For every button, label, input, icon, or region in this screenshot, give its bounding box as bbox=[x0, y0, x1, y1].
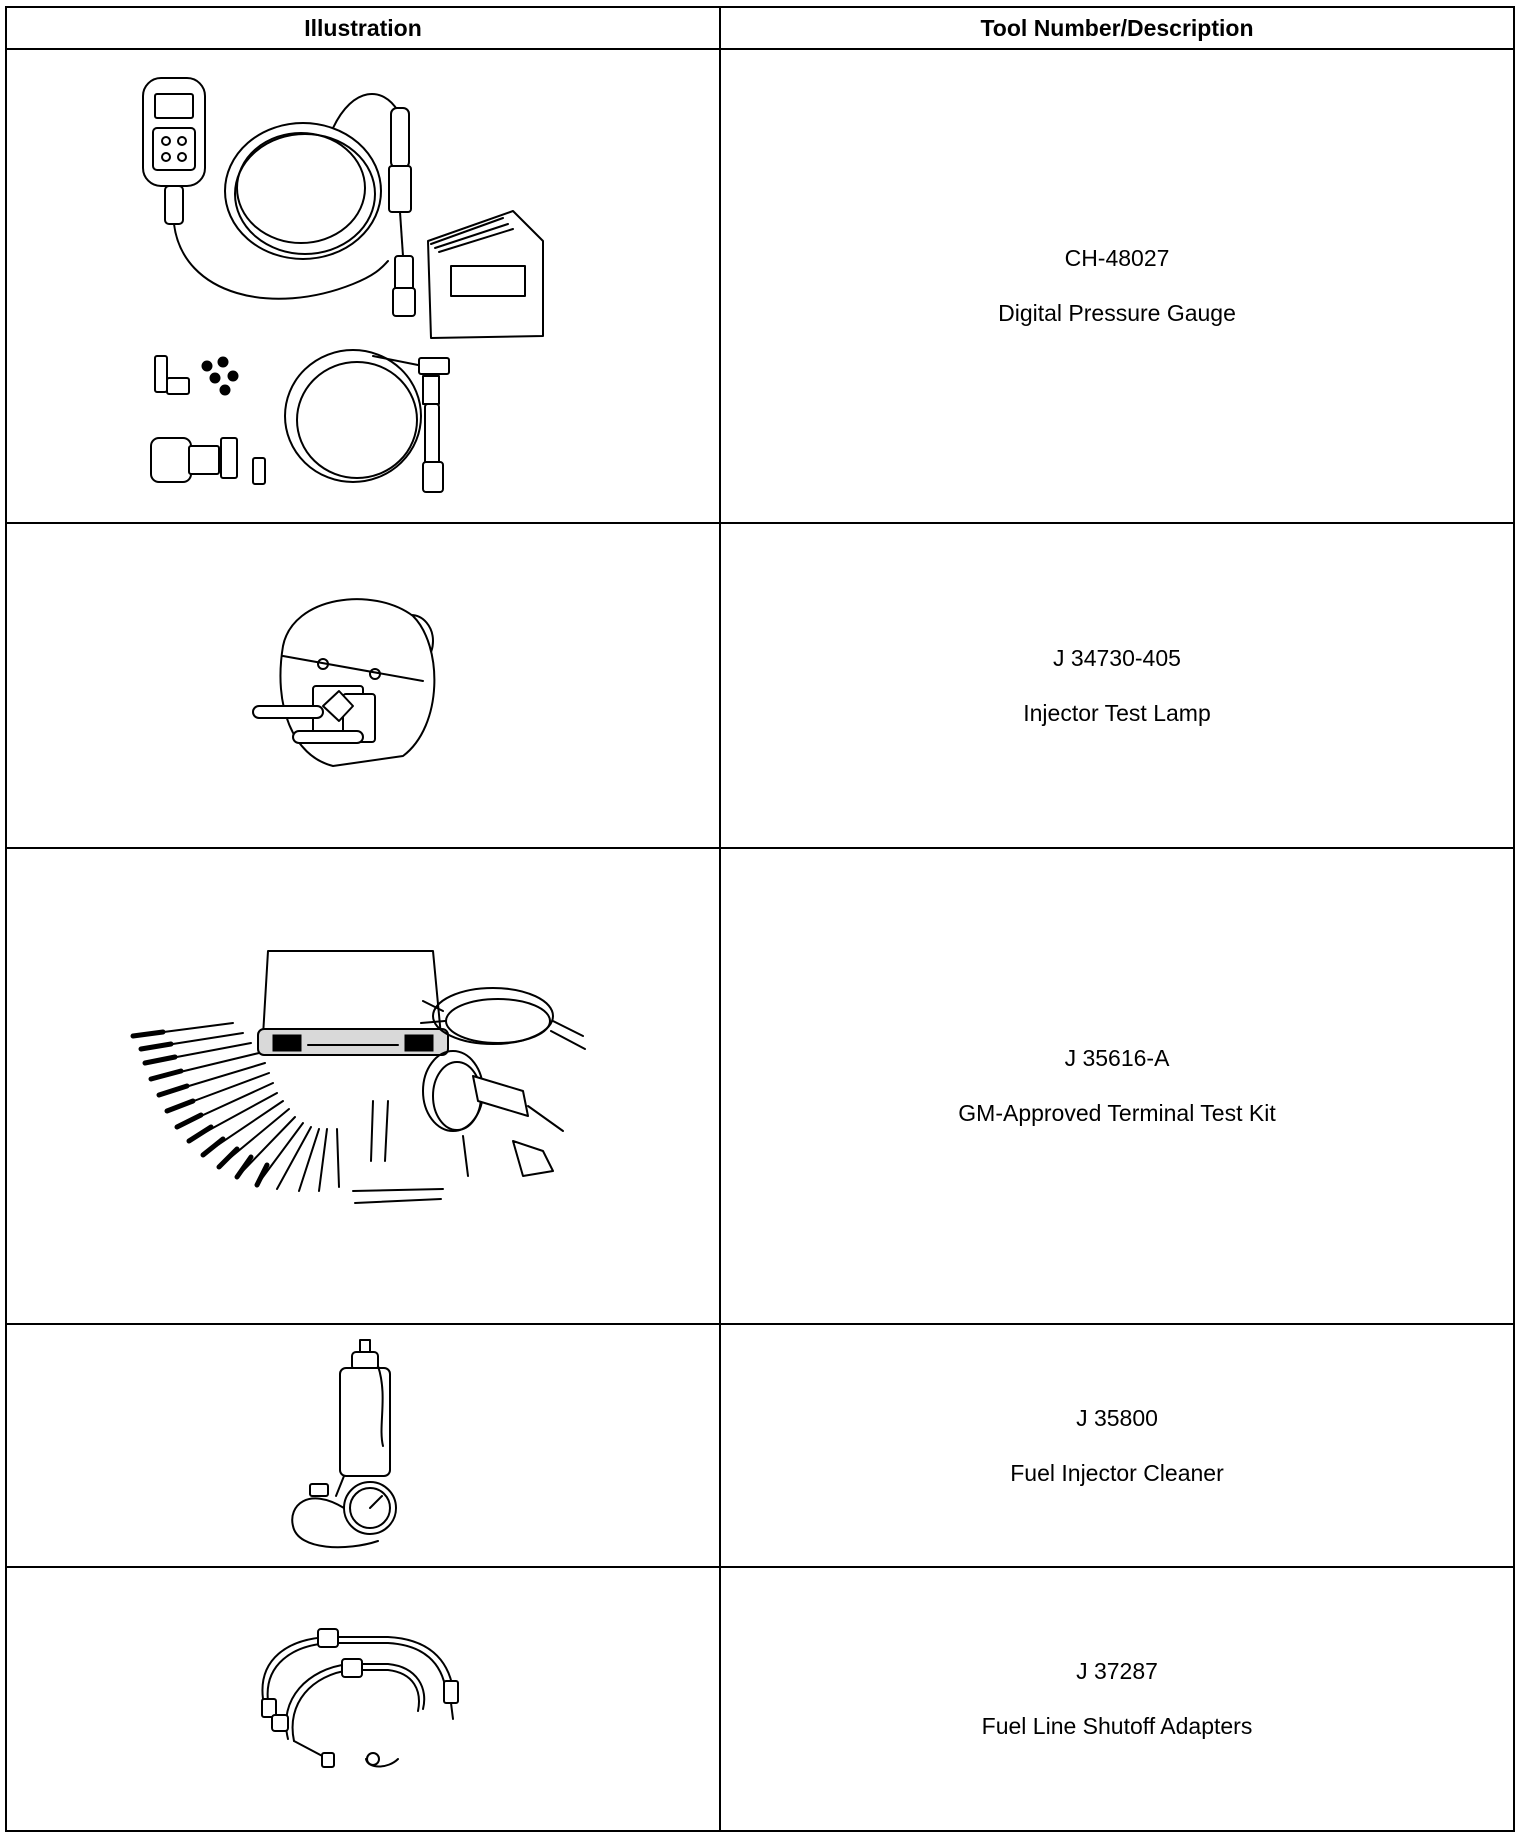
tool-number: J 34730-405 bbox=[1053, 644, 1181, 671]
terminal-test-kit-icon bbox=[130, 950, 586, 1204]
illustration-cell bbox=[5, 1566, 721, 1832]
digital-pressure-gauge-kit-icon bbox=[142, 77, 544, 493]
header-tool-number-description: Tool Number/Description bbox=[719, 6, 1515, 50]
tool-number: CH-48027 bbox=[1064, 245, 1170, 271]
table-header-row: Illustration Tool Number/Description bbox=[5, 6, 1515, 50]
illustration-cell bbox=[5, 1323, 721, 1568]
description-cell: CH-48027 Digital Pressure Gauge bbox=[719, 48, 1515, 524]
tool-number: J 37287 bbox=[1076, 1658, 1158, 1684]
fuel-line-shutoff-adapters-icon bbox=[261, 1628, 459, 1768]
tool-description: GM-Approved Terminal Test Kit bbox=[958, 1100, 1276, 1126]
table-row: J 37287 Fuel Line Shutoff Adapters bbox=[5, 1566, 1515, 1832]
tool-description: Digital Pressure Gauge bbox=[998, 300, 1236, 326]
special-tools-table: Illustration Tool Number/Description bbox=[5, 6, 1515, 1832]
tool-description: Injector Test Lamp bbox=[1023, 699, 1211, 726]
description-cell: J 37287 Fuel Line Shutoff Adapters bbox=[719, 1566, 1515, 1832]
description-cell: J 35800 Fuel Injector Cleaner bbox=[719, 1323, 1515, 1568]
table-row: J 35616-A GM-Approved Terminal Test Kit bbox=[5, 847, 1515, 1325]
description-cell: J 35616-A GM-Approved Terminal Test Kit bbox=[719, 847, 1515, 1325]
illustration-cell bbox=[5, 522, 721, 849]
description-cell: J 34730-405 Injector Test Lamp bbox=[719, 522, 1515, 849]
tool-description: Fuel Injector Cleaner bbox=[1010, 1459, 1224, 1486]
table-row: J 34730-405 Injector Test Lamp bbox=[5, 522, 1515, 849]
table-row: CH-48027 Digital Pressure Gauge bbox=[5, 48, 1515, 524]
injector-test-lamp-icon bbox=[252, 597, 436, 767]
tool-number: J 35616-A bbox=[1064, 1045, 1170, 1071]
tool-description: Fuel Line Shutoff Adapters bbox=[981, 1713, 1253, 1739]
illustration-cell bbox=[5, 48, 721, 524]
tool-number: J 35800 bbox=[1076, 1404, 1158, 1431]
table-row: J 35800 Fuel Injector Cleaner bbox=[5, 1323, 1515, 1568]
header-illustration: Illustration bbox=[5, 6, 721, 50]
illustration-cell bbox=[5, 847, 721, 1325]
fuel-injector-cleaner-icon bbox=[291, 1338, 397, 1548]
